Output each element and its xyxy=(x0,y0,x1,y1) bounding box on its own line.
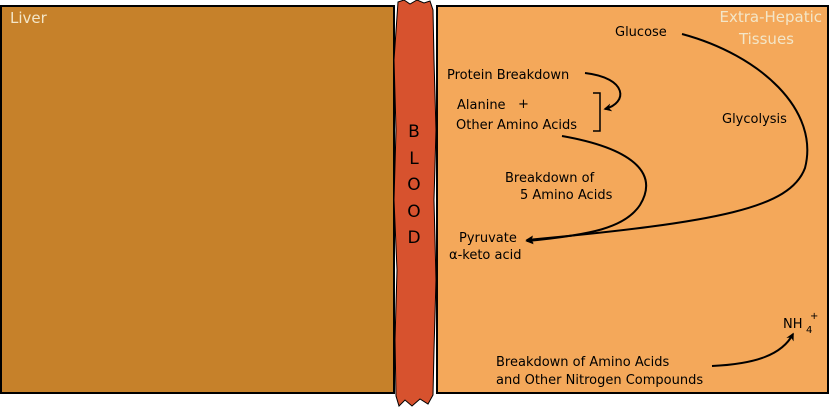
ammonium-superscript: + xyxy=(810,311,818,322)
alanine-label: Alanine xyxy=(457,98,506,113)
blood-letter-b: B xyxy=(408,122,420,142)
ammonium-subscript: 4 xyxy=(806,325,812,336)
tissue-label-line2: Tissues xyxy=(738,30,794,48)
pyruvate-label: Pyruvate xyxy=(459,231,517,246)
glycolysis-label: Glycolysis xyxy=(722,112,787,127)
blood-letter-l: L xyxy=(409,149,419,169)
blood-column xyxy=(393,0,437,407)
liver-region xyxy=(0,5,395,394)
tissue-label-line1: Extra-Hepatic xyxy=(719,8,822,26)
plus-label: + xyxy=(518,97,529,112)
breakdown-of-label: Breakdown of xyxy=(505,171,595,186)
breakdown-amino-line1: Breakdown of Amino Acids xyxy=(496,355,670,370)
blood-letter-o1: O xyxy=(407,175,420,195)
five-amino-acids-label: 5 Amino Acids xyxy=(520,188,613,203)
glucose-label: Glucose xyxy=(615,25,667,40)
blood-letter-d: D xyxy=(407,228,420,248)
ammonium-label: NH xyxy=(783,317,803,332)
protein-breakdown-label: Protein Breakdown xyxy=(447,68,569,83)
glycolysis-arrow xyxy=(525,33,809,244)
nitrogen-breakdown-arrow xyxy=(711,332,794,367)
extra-hepatic-region xyxy=(436,5,829,394)
amino-acid-bracket xyxy=(593,92,601,132)
amino-acid-breakdown-arrow xyxy=(525,135,648,245)
liver-label: Liver xyxy=(10,9,48,27)
protein-to-amino-arrow xyxy=(584,72,622,112)
breakdown-amino-line2: and Other Nitrogen Compounds xyxy=(496,373,703,388)
other-amino-acids-label: Other Amino Acids xyxy=(456,118,577,133)
alpha-keto-acid-label: α-keto acid xyxy=(449,248,521,263)
blood-letter-o2: O xyxy=(407,202,420,222)
